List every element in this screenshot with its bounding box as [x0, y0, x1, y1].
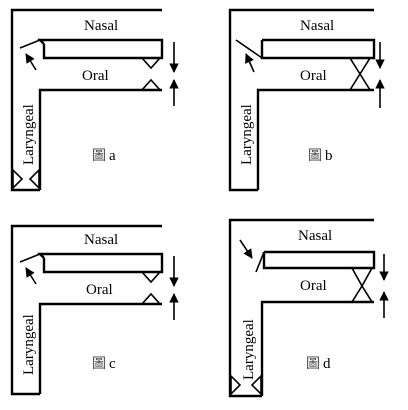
lower-articulator: [140, 78, 162, 91]
glottis-right: [28, 168, 40, 190]
panel-d: Nasal Oral Laryngeal 圖 d: [228, 218, 389, 398]
velum: [37, 252, 164, 274]
inner-wall: [256, 88, 374, 190]
velum-tip: [235, 39, 263, 59]
caption-letter: b: [325, 148, 333, 164]
label-laryngeal: Laryngeal: [239, 104, 255, 165]
lower-articulator: [348, 72, 372, 91]
outer-wall: [228, 8, 374, 192]
label-oral: Oral: [300, 68, 327, 84]
label-nasal: Nasal: [300, 18, 334, 34]
velum: [260, 38, 376, 60]
velum-arrow: [245, 53, 255, 73]
caption-icon: 圖: [92, 148, 106, 164]
velum: [37, 38, 164, 60]
glottis-left: [230, 374, 242, 396]
caption-letter: d: [323, 356, 331, 372]
velum-tip: [19, 253, 41, 263]
outer-wall: [10, 8, 162, 192]
velum-tip: [255, 251, 265, 273]
velum: [262, 250, 376, 270]
panel-c: Nasal Oral Laryngeal 圖 c: [10, 224, 179, 396]
caption-icon: 圖: [306, 356, 320, 372]
label-oral: Oral: [82, 68, 109, 84]
lower-articulator: [140, 292, 162, 305]
label-laryngeal: Laryngeal: [21, 314, 37, 375]
inner-wall: [38, 302, 162, 394]
glottis-right: [250, 374, 262, 396]
velum-tip: [19, 39, 41, 49]
outer-wall: [228, 218, 374, 398]
label-oral: Oral: [300, 278, 327, 294]
outer-wall: [10, 224, 162, 396]
upper-articulator: [350, 267, 374, 288]
label-nasal: Nasal: [84, 18, 118, 34]
label-nasal: Nasal: [298, 228, 332, 244]
inner-wall: [38, 88, 162, 190]
lower-articulator: [350, 284, 374, 303]
velum-arrow: [25, 267, 37, 285]
label-laryngeal: Laryngeal: [21, 104, 37, 165]
caption-icon: 圖: [92, 356, 106, 372]
inner-wall: [260, 300, 374, 396]
velum-arrow: [25, 53, 37, 71]
caption-letter: c: [109, 356, 116, 372]
upper-articulator: [140, 57, 162, 70]
label-laryngeal: Laryngeal: [241, 319, 257, 380]
glottis-left: [12, 168, 24, 190]
label-nasal: Nasal: [84, 232, 118, 248]
upper-articulator: [348, 57, 372, 76]
panel-b: Nasal Oral Laryngeal 圖 b: [228, 8, 385, 192]
label-oral: Oral: [86, 282, 113, 298]
upper-articulator: [140, 271, 162, 284]
caption-letter: a: [109, 148, 116, 164]
panel-a: Nasal Oral Laryngeal 圖 a: [10, 8, 179, 192]
velum-arrow: [239, 239, 253, 259]
caption-icon: 圖: [308, 148, 322, 164]
